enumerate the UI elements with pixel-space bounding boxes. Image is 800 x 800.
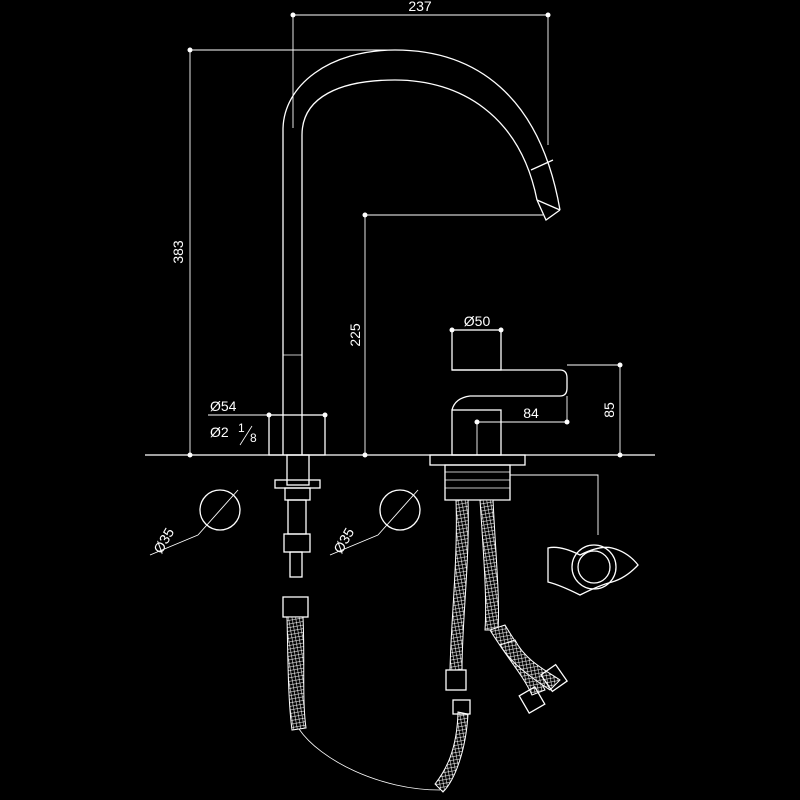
dim-hole-spout: Ø35 — [150, 525, 177, 556]
mixer-hoses — [445, 499, 569, 715]
dim-base-diameter: Ø54 — [210, 398, 237, 414]
spout-tail — [274, 454, 321, 578]
dim-thread-prefix: Ø2 — [210, 424, 229, 440]
dim-outlet-height: 225 — [347, 323, 363, 347]
dim-body-height: 85 — [601, 402, 617, 418]
dim-spout-width: 237 — [408, 0, 432, 14]
hole-symbol-spout — [149, 489, 241, 556]
fixing-bracket-detail — [510, 474, 639, 596]
dim-hole-mixer: Ø35 — [330, 525, 357, 556]
dim-thread-numerator: 1 — [238, 421, 245, 435]
dim-thread-denominator: 8 — [250, 431, 257, 445]
spout-hose — [282, 596, 471, 793]
dim-body-diameter: Ø50 — [464, 313, 491, 329]
mixer-body — [429, 329, 568, 501]
dim-spout-height: 383 — [170, 240, 186, 264]
dim-lever-length: 84 — [523, 405, 539, 421]
dimension-lines — [187, 12, 623, 458]
spout — [268, 49, 561, 456]
hole-symbol-mixer — [329, 489, 421, 556]
